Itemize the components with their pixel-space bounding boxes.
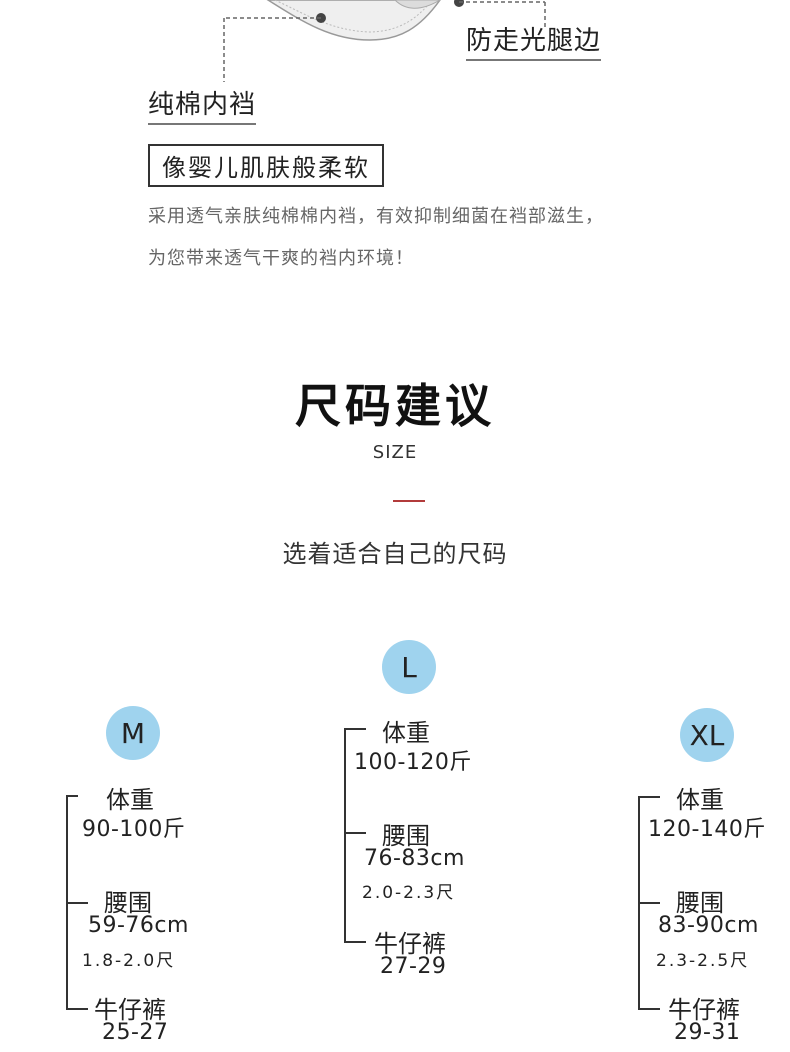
weight-value: 90-100斤 [82,817,186,842]
weight-label: 体重 [106,786,154,814]
bracket-tick [344,728,366,730]
size-bracket [344,728,346,943]
jeans-label: 牛仔裤 [374,930,446,958]
waist-chi: 2.0-2.3尺 [362,883,456,903]
size-badge-m: M [106,706,160,760]
jeans-value: 29-31 [674,1020,741,1045]
jeans-value: 25-27 [102,1020,169,1045]
waist-chi: 2.3-2.5尺 [656,951,750,971]
size-section-subtitle: 选着适合自己的尺码 [282,540,508,568]
waist-label: 腰围 [382,822,430,850]
product-illustration-fragment [223,0,546,82]
weight-value: 100-120斤 [354,750,472,775]
description-line-1: 采用透气亲肤纯棉棉内裆，有效抑制细菌在裆部滋生， [148,206,604,227]
size-section-title: 尺码建议 [295,379,495,433]
bracket-tick [344,941,366,943]
bracket-tick [638,1008,660,1010]
boxed-tagline: 像婴儿肌肤般柔软 [148,144,384,187]
waist-cm: 83-90cm [658,913,759,938]
waist-label: 腰围 [104,889,152,917]
bracket-tick [344,832,366,834]
weight-label: 体重 [676,786,724,814]
weight-value: 120-140斤 [648,817,766,842]
weight-label: 体重 [382,719,430,747]
waist-cm: 76-83cm [364,846,465,871]
description-line-2: 为您带来透气干爽的裆内环境！ [148,248,414,269]
accent-rule [393,500,425,502]
jeans-label: 牛仔裤 [94,996,166,1024]
bracket-tick [638,902,660,904]
bracket-tick [66,1008,88,1010]
size-badge-xl: XL [680,708,734,762]
size-section-title-en: SIZE [372,442,418,463]
jeans-label: 牛仔裤 [668,996,740,1024]
bracket-tick [638,796,660,798]
jeans-value: 27-29 [380,954,447,979]
waist-chi: 1.8-2.0尺 [82,951,176,971]
feature-anti-leak-edge: 防走光腿边 [466,20,602,61]
size-badge-l: L [382,640,436,694]
waist-label: 腰围 [676,889,724,917]
bracket-tick [66,902,88,904]
waist-cm: 59-76cm [88,913,189,938]
feature-cotton-crotch: 纯棉内裆 [148,84,257,125]
bracket-tick [66,795,78,797]
